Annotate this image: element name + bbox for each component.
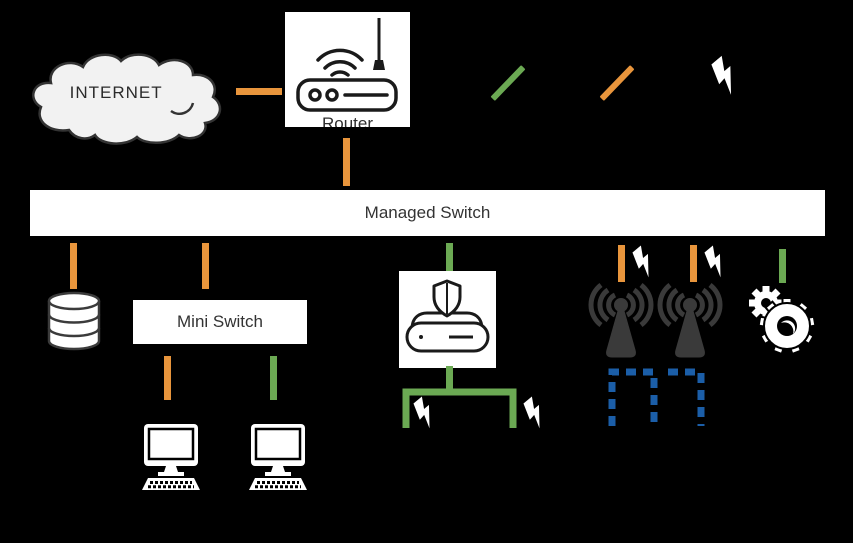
- link-switch-firewall: [446, 243, 453, 273]
- link-switch-minswitch: [202, 243, 209, 289]
- wireless-access-point-icon: [657, 283, 723, 358]
- wireless-clients-bracket: [402, 388, 517, 428]
- legend-green-line: [490, 65, 526, 101]
- legend-orange-line: [599, 65, 635, 101]
- desktop-computer-icon: [249, 424, 307, 490]
- wireless-zone-dashed-brackets: [608, 368, 705, 426]
- legend-lightning-icon: [706, 55, 745, 97]
- router-label: Router: [321, 114, 374, 127]
- link-internet-router: [236, 88, 282, 95]
- link-switch-database: [70, 243, 77, 289]
- database-icon: [47, 291, 101, 351]
- desktop-computer-icon: [142, 424, 200, 490]
- link-switch-ap1: [618, 245, 625, 282]
- router-node: Router: [285, 12, 410, 127]
- link-switch-services: [779, 249, 786, 283]
- link-firewall-bracket: [446, 366, 453, 392]
- link-miniswitch-pc2: [270, 356, 277, 400]
- ap2-lightning-icon: [700, 245, 732, 279]
- managed-switch-label: Managed Switch: [364, 203, 491, 222]
- link-switch-ap2: [690, 245, 697, 282]
- firewall-node: [399, 271, 496, 368]
- gears-icon: [749, 286, 817, 356]
- wireless-access-point-icon: [588, 283, 654, 358]
- wireless-router-icon: [296, 18, 398, 112]
- internet-node: INTERNET: [25, 45, 237, 145]
- mini-switch-label: Mini Switch: [177, 312, 263, 331]
- internet-label: INTERNET: [69, 83, 163, 102]
- ap1-lightning-icon: [628, 245, 660, 279]
- link-router-switch: [343, 138, 350, 186]
- link-miniswitch-pc1: [164, 356, 171, 400]
- cloud-icon: [32, 53, 222, 145]
- firewall-appliance-icon: [405, 279, 490, 353]
- managed-switch-node: Managed Switch: [30, 190, 825, 236]
- mini-switch-node: Mini Switch: [133, 300, 307, 344]
